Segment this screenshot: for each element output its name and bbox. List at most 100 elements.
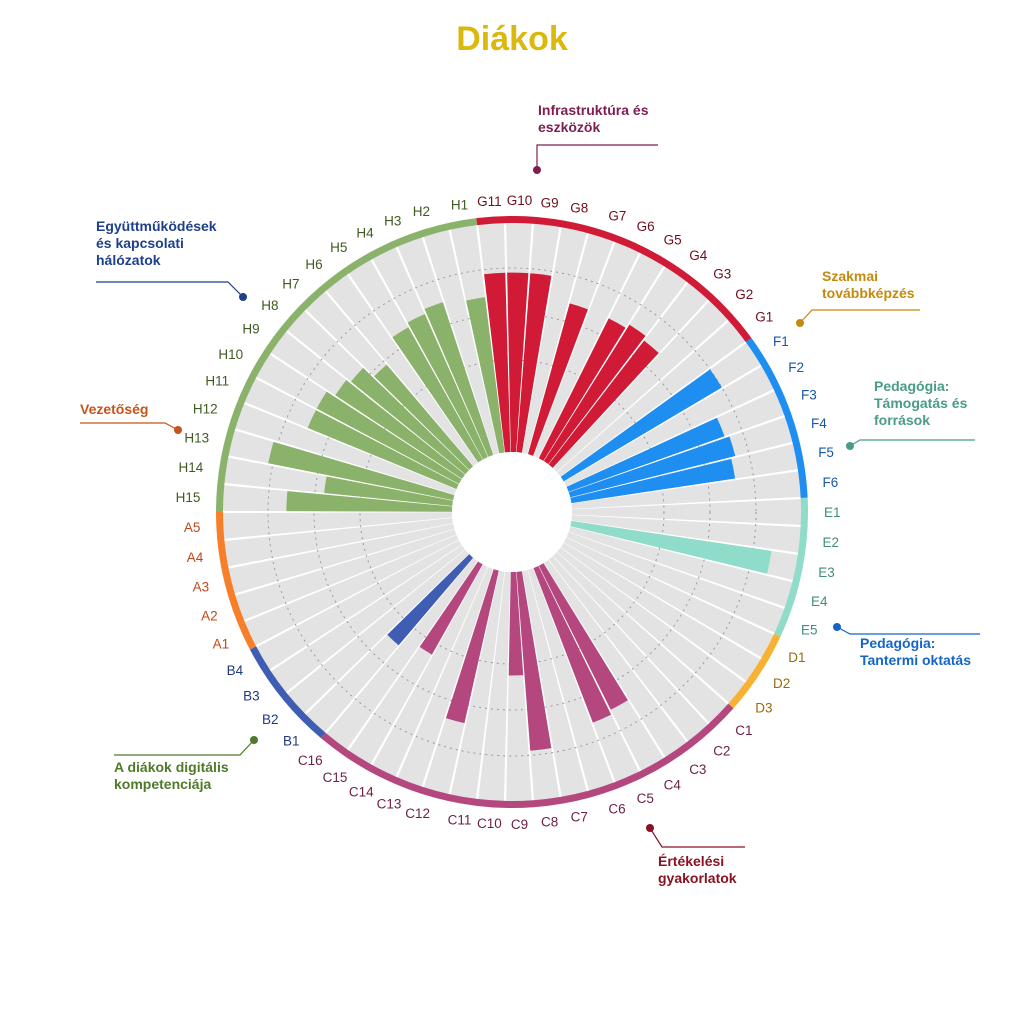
group-callout-dot-e bbox=[846, 442, 854, 450]
group-callout-line-e bbox=[849, 439, 975, 447]
category-label-c11: C11 bbox=[448, 813, 472, 828]
category-label-b2: B2 bbox=[262, 712, 279, 727]
category-label-f5: F5 bbox=[818, 445, 834, 460]
value-bar-g5 bbox=[538, 318, 626, 461]
background-bar-h12 bbox=[234, 403, 457, 495]
category-label-g10: G10 bbox=[507, 193, 533, 208]
value-bar-e3 bbox=[570, 520, 772, 574]
group-callout-line-c bbox=[536, 144, 658, 170]
group-callout-line-f bbox=[836, 626, 980, 635]
category-label-h4: H4 bbox=[356, 225, 374, 240]
group-ring-g bbox=[476, 216, 752, 343]
category-label-g2: G2 bbox=[735, 287, 753, 302]
background-bar-e2 bbox=[571, 515, 802, 553]
category-label-g5: G5 bbox=[664, 232, 682, 247]
category-label-c14: C14 bbox=[349, 785, 374, 800]
group-callout-line-b bbox=[96, 281, 244, 298]
group-callout-dot-d bbox=[796, 319, 804, 327]
category-label-e3: E3 bbox=[818, 565, 835, 580]
value-bar-g3 bbox=[548, 340, 659, 468]
group-ring-a bbox=[216, 512, 257, 650]
value-bar-c15 bbox=[419, 561, 483, 655]
category-label-c9: C9 bbox=[511, 817, 528, 832]
background-bar-a4 bbox=[223, 518, 454, 567]
group-callout-dot-h bbox=[250, 736, 258, 744]
category-label-g7: G7 bbox=[608, 208, 626, 223]
background-bar-b4 bbox=[255, 540, 462, 670]
grid-circle-2 bbox=[313, 313, 711, 711]
background-bar-a5 bbox=[222, 512, 453, 539]
group-label-f: Pedagógia:Tantermi oktatás bbox=[860, 635, 971, 668]
category-label-h7: H7 bbox=[282, 277, 299, 292]
value-bars bbox=[268, 272, 772, 751]
value-bar-f4 bbox=[568, 436, 736, 498]
background-bar-c10 bbox=[478, 571, 511, 802]
background-bar-e4 bbox=[568, 526, 794, 608]
value-bar-g9 bbox=[516, 273, 552, 453]
background-bar-c14 bbox=[372, 564, 488, 778]
category-label-h3: H3 bbox=[384, 213, 401, 228]
value-bar-g11 bbox=[484, 272, 511, 453]
category-label-h13: H13 bbox=[184, 430, 209, 445]
background-bar-g1 bbox=[557, 320, 746, 477]
value-bar-c12 bbox=[445, 569, 499, 724]
group-callout-line-h bbox=[114, 739, 255, 756]
category-label-c5: C5 bbox=[637, 791, 654, 806]
category-label-f1: F1 bbox=[773, 334, 789, 349]
background-bar-f2 bbox=[563, 365, 775, 487]
group-callout-dot-b bbox=[239, 293, 247, 301]
category-label-c1: C1 bbox=[735, 723, 752, 738]
category-label-d3: D3 bbox=[755, 700, 772, 715]
category-label-g9: G9 bbox=[541, 195, 559, 210]
value-bar-h1 bbox=[466, 297, 505, 454]
category-label-h1: H1 bbox=[451, 198, 468, 213]
value-bar-g10 bbox=[507, 272, 529, 453]
category-label-h11: H11 bbox=[205, 374, 229, 389]
value-bar-h11 bbox=[307, 410, 459, 490]
value-bar-f3 bbox=[566, 417, 725, 492]
group-ring-d bbox=[728, 633, 781, 709]
value-bar-h4 bbox=[407, 313, 488, 460]
group-ring-c bbox=[321, 703, 734, 808]
group-callout-dot-a bbox=[174, 426, 182, 434]
category-label-b1: B1 bbox=[283, 734, 300, 749]
background-bar-a1 bbox=[243, 534, 459, 646]
category-label-c7: C7 bbox=[571, 810, 588, 825]
category-label-c4: C4 bbox=[664, 778, 682, 793]
category-label-h14: H14 bbox=[179, 460, 204, 475]
background-bar-c7 bbox=[522, 569, 588, 798]
category-label-g4: G4 bbox=[689, 248, 708, 263]
value-bar-g4 bbox=[543, 324, 646, 465]
category-label-g1: G1 bbox=[755, 310, 773, 325]
category-label-h12: H12 bbox=[193, 401, 218, 416]
background-bar-a2 bbox=[234, 529, 457, 621]
category-label-d1: D1 bbox=[788, 650, 805, 665]
value-bar-c8 bbox=[516, 571, 552, 751]
category-label-h2: H2 bbox=[413, 204, 430, 219]
category-label-f4: F4 bbox=[811, 416, 827, 431]
value-bar-h10 bbox=[316, 391, 462, 484]
category-label-e4: E4 bbox=[811, 594, 828, 609]
category-label-h5: H5 bbox=[330, 240, 347, 255]
category-label-a2: A2 bbox=[201, 609, 218, 624]
value-bar-g7 bbox=[527, 303, 588, 456]
background-bar-d1 bbox=[563, 537, 775, 659]
background-bar-c13 bbox=[397, 567, 494, 788]
chart-title: Diákok bbox=[456, 20, 568, 58]
category-label-c15: C15 bbox=[323, 770, 348, 785]
background-bar-g8 bbox=[522, 226, 588, 455]
category-label-h6: H6 bbox=[305, 257, 322, 272]
category-label-e2: E2 bbox=[823, 535, 840, 550]
category-label-c3: C3 bbox=[689, 762, 706, 777]
background-bar-d2 bbox=[560, 542, 762, 682]
value-bar-f1 bbox=[560, 369, 722, 482]
category-label-c8: C8 bbox=[541, 815, 558, 830]
value-bar-c4 bbox=[538, 563, 628, 710]
